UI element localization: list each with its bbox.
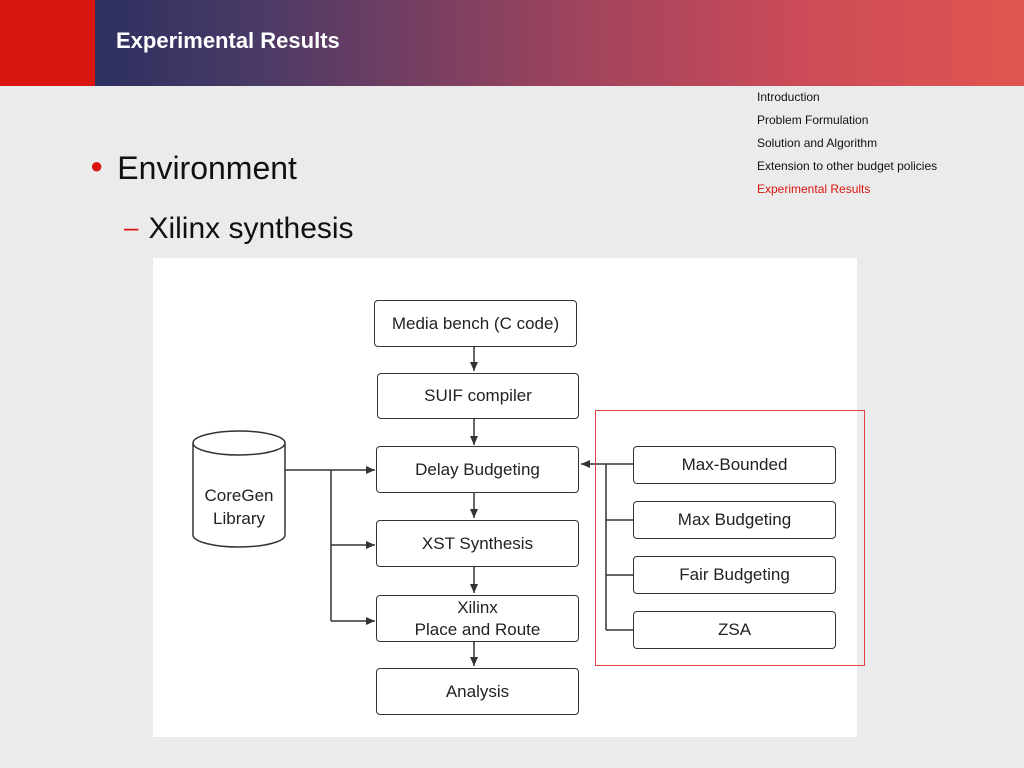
- suif-compiler-box: SUIF compiler: [377, 373, 579, 419]
- media-bench-box: Media bench (C code): [374, 300, 577, 347]
- place-and-route-box: Xilinx Place and Route: [376, 595, 579, 642]
- nav-item-introduction[interactable]: Introduction: [757, 90, 820, 104]
- subbullet-text: Xilinx synthesis: [148, 212, 354, 245]
- nav-item-solution-and-algorithm[interactable]: Solution and Algorithm: [757, 136, 878, 150]
- title-bar-accent: [0, 0, 95, 86]
- nav-item-extension[interactable]: Extension to other budget policies: [757, 159, 938, 173]
- analysis-box: Analysis: [376, 668, 579, 715]
- cylinder-body: [192, 443, 286, 548]
- bullet-environment: ● Environment: [90, 150, 297, 187]
- nav-item-problem-formulation[interactable]: Problem Formulation: [757, 113, 869, 127]
- bullet-text: Environment: [117, 150, 297, 186]
- bullet-dot-icon: ●: [90, 153, 104, 178]
- fair-budgeting-box: Fair Budgeting: [633, 556, 836, 594]
- place-and-route-line2: Place and Route: [414, 619, 541, 639]
- diagram-connectors: [192, 347, 633, 666]
- section-nav: Introduction Problem Formulation Solutio…: [757, 88, 937, 203]
- slide-title: Experimental Results: [116, 28, 340, 53]
- max-budgeting-box: Max Budgeting: [633, 501, 836, 539]
- policies-highlight-frame: [595, 410, 865, 666]
- coregen-library-label: CoreGen Library: [192, 484, 286, 530]
- xst-synthesis-box: XST Synthesis: [376, 520, 579, 567]
- delay-budgeting-box: Delay Budgeting: [376, 446, 579, 493]
- library-line2: Library: [213, 509, 265, 528]
- zsa-box: ZSA: [633, 611, 836, 649]
- title-bar: [0, 0, 1024, 86]
- subbullet-xilinx: –Xilinx synthesis: [124, 212, 354, 246]
- max-bounded-box: Max-Bounded: [633, 446, 836, 484]
- place-and-route-line1: Xilinx: [457, 597, 498, 617]
- cylinder-top: [192, 430, 286, 456]
- nav-item-experimental-results[interactable]: Experimental Results: [757, 182, 871, 196]
- dash-icon: –: [124, 212, 139, 242]
- library-line1: CoreGen: [204, 486, 274, 505]
